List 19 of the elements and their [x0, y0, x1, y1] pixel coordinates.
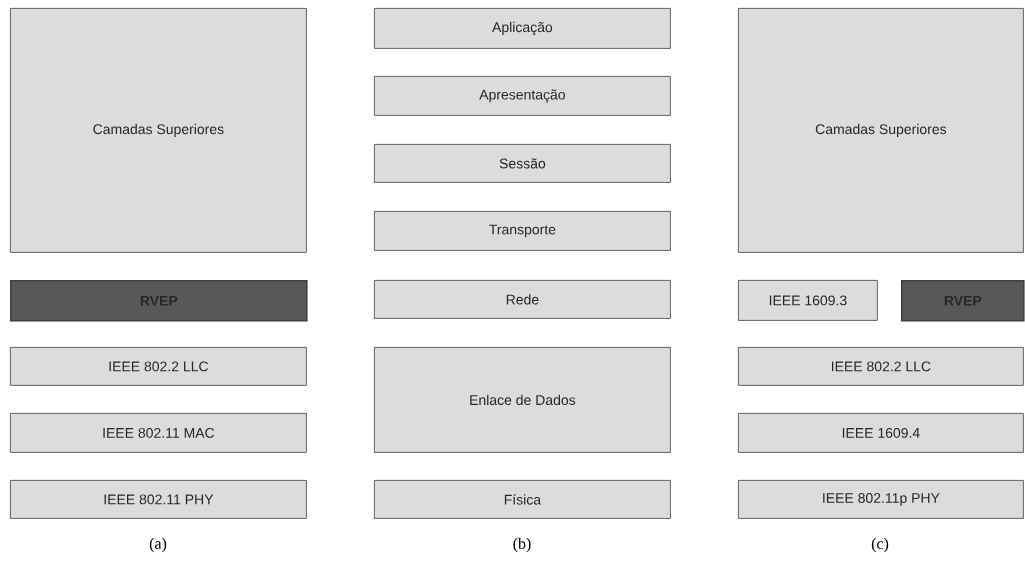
layer-box: IEEE 1609.3	[738, 280, 878, 321]
layer-box: Sessão	[374, 144, 671, 183]
layer-box: Transporte	[374, 211, 671, 251]
layer-box: IEEE 802.11 MAC	[10, 413, 307, 453]
layer-box: Camadas Superiores	[738, 8, 1024, 253]
layer-box: Camadas Superiores	[10, 8, 307, 253]
layer-box: IEEE 802.11 PHY	[10, 480, 307, 519]
layer-box: Apresentação	[374, 76, 671, 116]
layer-box: IEEE 1609.4	[738, 413, 1024, 453]
layer-box: Aplicação	[374, 8, 671, 49]
panel-label: (a)	[149, 537, 167, 553]
panel-label: (c)	[871, 537, 889, 553]
layer-box: Física	[374, 480, 671, 519]
layer-box: IEEE 802.2 LLC	[738, 347, 1024, 386]
layer-box: IEEE 802.11p PHY	[738, 480, 1024, 519]
layer-box: IEEE 802.2 LLC	[10, 347, 307, 386]
layer-box: Enlace de Dados	[374, 347, 671, 453]
layer-box: Rede	[374, 280, 671, 319]
panel-label: (b)	[513, 537, 531, 553]
